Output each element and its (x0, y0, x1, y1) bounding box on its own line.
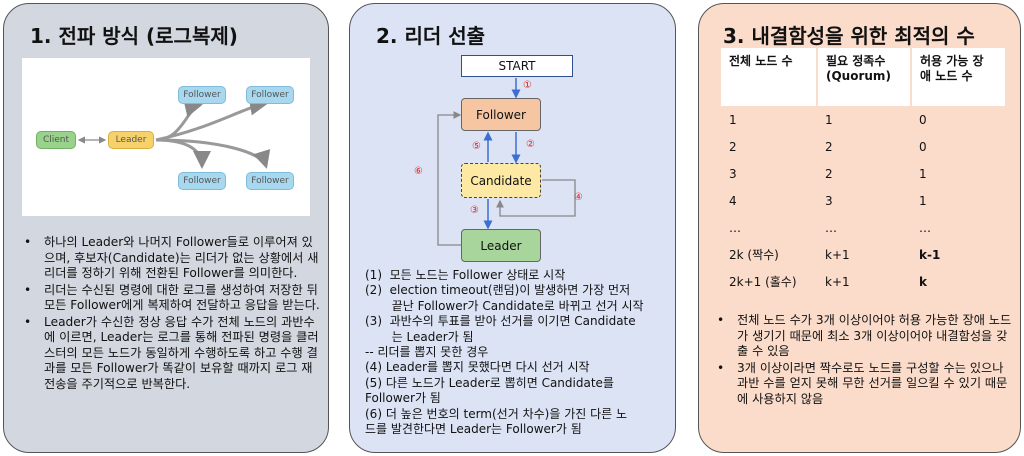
diagram-arrows (77, 97, 271, 169)
replication-notes: 하나의 Leader와 나머지 Follower들로 이루어져 있으며, 후보자… (20, 235, 320, 393)
table-cell: … (729, 220, 741, 235)
table-cell: k-1 (919, 247, 941, 262)
panel-log-replication: 1. 전파 방식 (로그복제) Client Leader Follower F… (3, 3, 329, 453)
table-header: 허용 가능 장 애 노드 수 (911, 48, 1005, 106)
step-marker: ⑤ (472, 141, 481, 152)
panel-title: 2. 리더 선출 (376, 24, 486, 48)
table-row: 2 2 0 (721, 133, 1005, 160)
step-text: (4) Leader를 뽑지 못했다면 다시 선거 시작 (365, 360, 590, 375)
table-cell: k+1 (825, 274, 850, 289)
table-row: 3 2 1 (721, 160, 1005, 187)
table-cell: 2k+1 (홀수) (729, 275, 797, 289)
follower-node: Follower (178, 86, 226, 104)
election-steps: (1) 모든 노드는 Follower 상태로 시작 (2) election … (365, 268, 665, 437)
step-text: (2) election timeout(랜덤)이 발생하면 가장 먼저 끝난 … (365, 283, 644, 313)
step-text: (1) 모든 노드는 Follower 상태로 시작 (365, 268, 566, 282)
panel-fault-tolerance: 3. 내결함성을 위한 최적의 수 전체 노드 수 필요 정족수 (Quorum… (698, 3, 1021, 453)
list-item: 전체 노드 수가 3개 이상이어야 허용 가능한 장애 노드가 생기기 때문에 … (713, 313, 1013, 360)
table-cell: 2 (825, 166, 833, 181)
table-cell: … (919, 220, 931, 235)
table-header-row: 전체 노드 수 필요 정족수 (Quorum) 허용 가능 장 애 노드 수 (721, 48, 1005, 106)
step-marker: ③ (470, 205, 479, 216)
replication-diagram: Client Leader Follower Follower Follower… (22, 58, 310, 216)
start-node: START (461, 55, 573, 77)
table-cell: 2 (729, 139, 737, 154)
table-cell: 2 (825, 139, 833, 154)
leader-node: Leader (108, 131, 154, 149)
list-item: Leader가 수신한 정상 응답 수가 전체 노드의 과반수에 이르면, Le… (20, 315, 320, 393)
list-item: 하나의 Leader와 나머지 Follower들로 이루어져 있으며, 후보자… (20, 235, 320, 282)
table-cell: 1 (825, 112, 833, 127)
candidate-state: Candidate (461, 163, 541, 198)
table-row: 4 3 1 (721, 187, 1005, 214)
table-cell: 1 (919, 193, 927, 208)
table-row: 2k+1 (홀수) k+1 k (721, 268, 1005, 295)
client-node: Client (36, 131, 76, 149)
table-cell: 3 (729, 166, 737, 181)
step-text: -- 리더를 뽑지 못한 경우 (365, 345, 489, 360)
step-marker: ① (523, 80, 532, 91)
table-cell: 0 (919, 112, 927, 127)
table-cell: 3 (825, 193, 833, 208)
step-text: (6) 더 높은 번호의 term(선거 차수)을 가진 다른 노 드를 발견한… (365, 406, 628, 437)
follower-state: Follower (461, 98, 541, 131)
panel-leader-election: 2. 리더 선출 START Follower Candidate Leader… (349, 3, 676, 453)
step-text: (3) 과반수의 투표를 받아 선거를 이기면 Candidate 는 Lead… (365, 314, 636, 344)
table-cell: 1 (919, 166, 927, 181)
panel-title: 3. 내결함성을 위한 최적의 수 (723, 24, 975, 48)
step-marker: ⑥ (414, 166, 423, 177)
table-cell: k+1 (825, 247, 850, 262)
list-item: 3개 이상이라면 짝수로도 노드를 구성할 수는 있으나 과반 수를 얻지 못해… (713, 361, 1013, 408)
table-cell: 2k (짝수) (729, 248, 779, 262)
table-cell: 0 (919, 139, 927, 154)
step-text: (5) 다른 노드가 Leader로 뽑히면 Candidate를 Follow… (365, 375, 614, 406)
leader-state: Leader (461, 229, 541, 262)
step-marker: ② (526, 139, 535, 150)
table-cell: k (919, 274, 927, 289)
follower-node: Follower (246, 172, 294, 190)
election-arrows (437, 78, 576, 246)
table-row: 2k (짝수) k+1 k-1 (721, 241, 1005, 268)
panel-title: 1. 전파 방식 (로그복제) (30, 24, 238, 48)
step-marker: ④ (574, 192, 583, 203)
list-item: 리더는 수신된 명령에 대한 로그를 생성하여 저장한 뒤 모든 Followe… (20, 283, 320, 314)
quorum-table: 전체 노드 수 필요 정족수 (Quorum) 허용 가능 장 애 노드 수 1… (721, 48, 1005, 295)
follower-node: Follower (246, 86, 294, 104)
fault-tolerance-notes: 전체 노드 수가 3개 이상이어야 허용 가능한 장애 노드가 생기기 때문에 … (713, 313, 1013, 408)
follower-node: Follower (178, 172, 226, 190)
table-row: … … … (721, 214, 1005, 241)
table-cell: 4 (729, 193, 737, 208)
table-cell: 1 (729, 112, 737, 127)
table-cell: … (825, 220, 837, 235)
table-header: 전체 노드 수 (721, 48, 818, 106)
table-row: 1 1 0 (721, 106, 1005, 133)
table-header: 필요 정족수 (Quorum) (817, 48, 912, 106)
